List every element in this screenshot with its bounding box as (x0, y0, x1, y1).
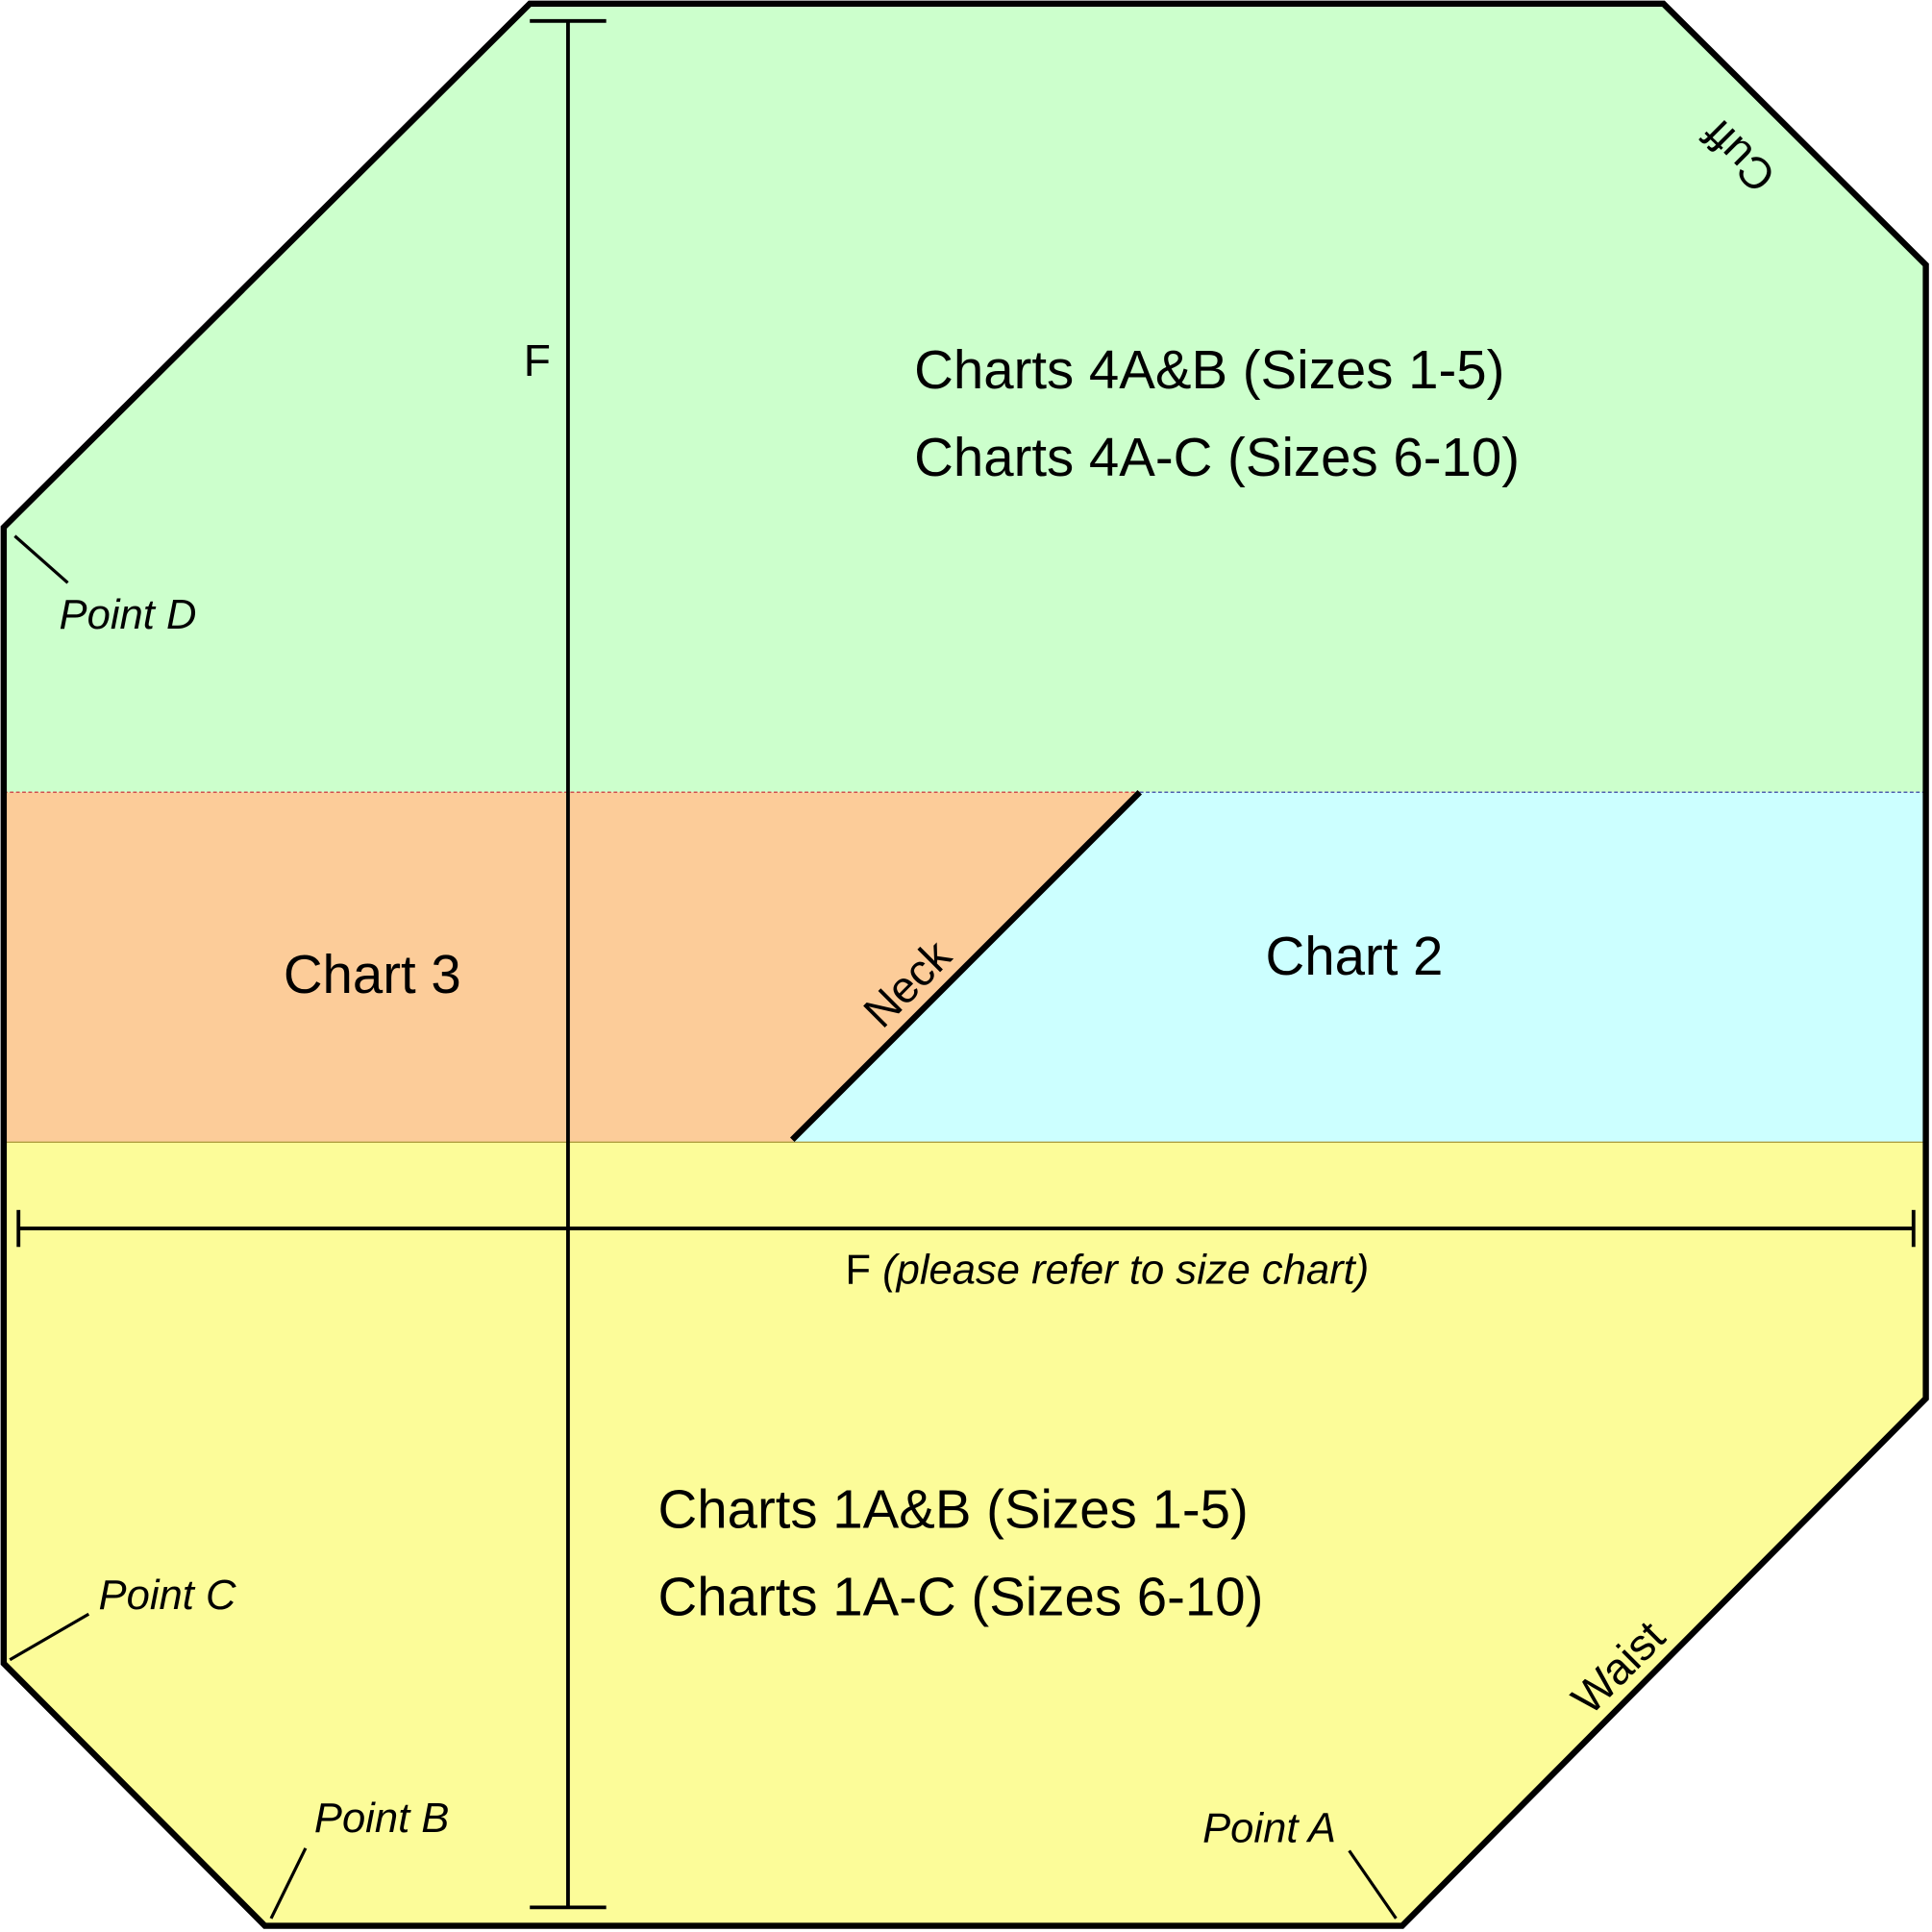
bottom-region-line2: Charts 1A-C (Sizes 6-10) (658, 1567, 1264, 1627)
chart2-label: Chart 2 (1265, 926, 1443, 986)
point-a-label: Point A (1202, 1805, 1336, 1851)
top-region-line1: Charts 4A&B (Sizes 1-5) (914, 339, 1504, 400)
neck-line (789, 789, 1143, 1143)
top-region-line2: Charts 4A-C (Sizes 6-10) (914, 427, 1520, 487)
point-c-label: Point C (99, 1573, 236, 1619)
vertical-dimension-label: F (524, 335, 551, 385)
right-middle-region (792, 792, 1926, 1143)
point-d-label: Point D (60, 592, 197, 638)
chart3-label: Chart 3 (284, 944, 461, 1004)
bottom-region-line1: Charts 1A&B (Sizes 1-5) (658, 1479, 1249, 1540)
point-b-label: Point B (314, 1796, 450, 1842)
horizontal-dimension (16, 1209, 1916, 1248)
horizontal-dimension-label: F (please refer to size chart) (845, 1248, 1369, 1294)
vertical-dimension (530, 18, 607, 1910)
point-leaders (9, 534, 1398, 1920)
